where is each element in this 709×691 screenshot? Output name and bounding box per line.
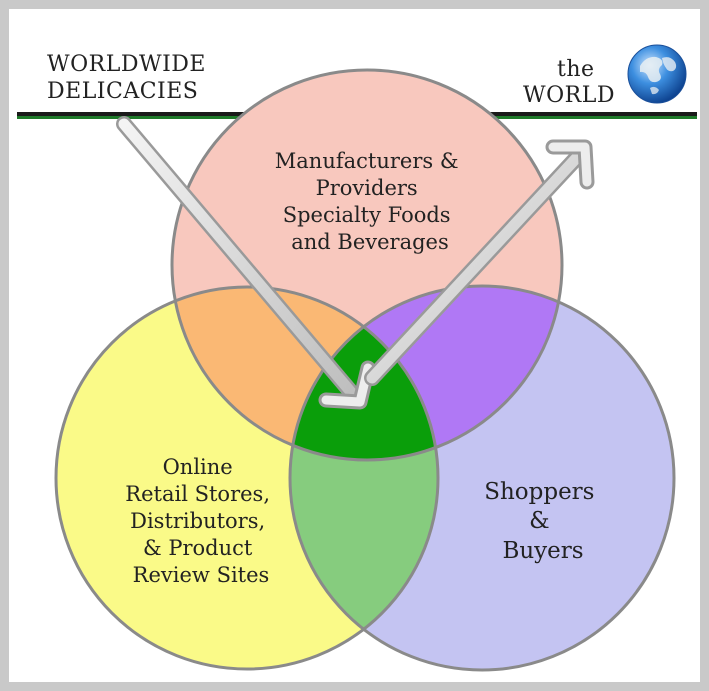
label-retail-line-4: & Product (143, 536, 253, 560)
label-manufacturers-line-2: Providers (316, 176, 418, 200)
label-manufacturers-line-4: and Beverages (291, 230, 449, 254)
label-retail-line-5: Review Sites (133, 563, 270, 587)
label-shoppers-line-2: & (529, 508, 549, 534)
right-title-line-1: the (557, 57, 595, 82)
label-manufacturers: Manufacturers & Providers Specialty Food… (275, 149, 465, 254)
label-retail-line-2: Retail Stores, (125, 482, 270, 506)
left-title: WORLDWIDE DELICACIES (47, 52, 213, 104)
overlap-all-three (290, 287, 438, 460)
circle-outlines (54, 68, 676, 672)
label-shoppers: Shoppers & Buyers (484, 479, 602, 564)
label-retail-line-3: Distributors, (130, 509, 265, 533)
label-shoppers-line-3: Buyers (502, 538, 583, 564)
right-title: the WORLD (523, 57, 615, 108)
label-shoppers-line-1: Shoppers (484, 479, 594, 505)
label-retail-line-1: Online (163, 455, 233, 479)
label-manufacturers-line-3: Specialty Foods (283, 203, 451, 227)
label-manufacturers-line-1: Manufacturers & (275, 149, 459, 173)
arrow-in (116, 116, 376, 410)
left-title-line-2: DELICACIES (47, 79, 198, 104)
right-title-line-2: WORLD (523, 83, 615, 108)
arrow-out (364, 139, 595, 386)
globe-icon (627, 44, 687, 104)
left-title-line-1: WORLDWIDE (47, 52, 206, 77)
label-retail: Online Retail Stores, Distributors, & Pr… (125, 455, 276, 587)
